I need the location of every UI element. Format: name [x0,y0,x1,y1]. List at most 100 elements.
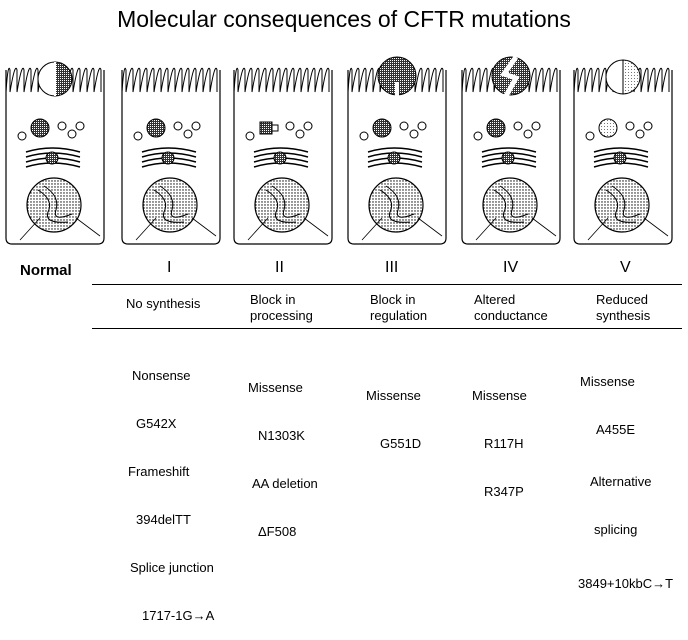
class-examples: Nonsense G542X Frameshift 394delTT Splic… [126,336,214,640]
er-strand [135,217,217,241]
example-item: G542X [136,416,177,431]
small-vesicle [409,129,419,139]
example-item: R117H [484,436,524,451]
example-item: AA deletion [252,476,318,491]
class-examples: Missense N1303K AA deletion ΔF508 [248,348,318,556]
cell-membrane [573,70,673,245]
cell-membrane [121,70,221,245]
blocked-pore [395,82,399,98]
vesicle [146,118,166,138]
vesicle [486,118,506,138]
small-vesicle [585,131,595,141]
example-item: G551D [380,436,422,451]
small-vesicle [57,121,67,131]
class-effect: Block in processing [250,292,313,323]
class-effect: Reduced synthesis [596,292,651,323]
small-vesicle [359,131,369,141]
small-vesicle [531,121,541,131]
small-vesicle [303,121,313,131]
golgi [593,147,649,153]
small-vesicle [295,129,305,139]
dna [159,185,189,218]
class-examples: Missense R117H R347P [472,356,527,516]
class-numeral: I [167,259,172,276]
table-divider [92,328,682,329]
dna [493,189,525,223]
small-vesicle [643,121,653,131]
normal-label: Normal [20,262,72,279]
er-strand [19,217,101,241]
microvilli [233,67,330,93]
small-vesicle [523,129,533,139]
small-vesicle [635,129,645,139]
small-vesicle [245,131,255,141]
example-item: Missense [248,380,303,395]
example-item: A455E [596,422,636,437]
class-effect: No synthesis [126,296,201,311]
dna [379,189,411,223]
er-strand [587,217,669,241]
cell-diagrams [5,55,673,245]
er-strand [361,217,443,241]
dna [37,189,69,223]
example-item: Frameshift [128,464,190,479]
golgi-protein [161,151,175,165]
golgi [481,147,537,153]
cell-iii [347,56,447,245]
cell-membrane [5,70,105,245]
cell-normal [5,61,105,245]
golgi-protein [387,151,401,165]
altered-pore [500,55,520,98]
misfolded-protein [259,121,273,135]
small-vesicle [133,131,143,141]
cell-membrane [347,70,447,245]
vesicle [598,118,618,138]
dna [265,189,297,223]
small-vesicle [473,131,483,141]
class-examples: Missense G551D [366,356,421,468]
small-vesicle [399,121,409,131]
cell-membrane [233,70,333,245]
golgi-protein [273,151,287,165]
page-title: Molecular consequences of CFTR mutations [117,6,571,32]
small-vesicle [67,129,77,139]
channel-icon [622,59,641,95]
class-numeral: V [620,259,631,276]
cell-membrane [461,70,561,245]
example-item: R347P [484,484,524,499]
cell-ii [233,67,333,245]
example-item: Missense [472,388,527,403]
example-item: Alternative [590,474,652,489]
example-item: splicing [594,522,638,537]
vesicle [372,118,392,138]
example-item: Missense [366,388,421,403]
example-item: ΔF508 [258,524,297,539]
small-vesicle [17,131,27,141]
microvilli [121,67,218,93]
cell-v [573,59,673,245]
channel-icon [54,61,73,97]
example-item: Splice junction [130,560,214,575]
channel-icon [605,59,624,95]
dna [499,185,529,218]
misfolded-protein [271,124,279,132]
small-vesicle [75,121,85,131]
small-vesicle [513,121,523,131]
golgi-protein [613,151,627,165]
table-divider [92,284,682,285]
dna [43,185,73,218]
er-strand [475,217,557,241]
small-vesicle [625,121,635,131]
class-numeral: IV [503,259,519,276]
golgi-protein [45,151,59,165]
small-vesicle [417,121,427,131]
cell-i [121,67,221,245]
dna [271,185,301,218]
example-item: N1303K [258,428,305,443]
example-item: 394delTT [136,512,191,527]
small-vesicle [191,121,201,131]
example-item: 3849+10kbC→T [578,576,674,591]
cell-iv [461,55,561,245]
golgi [253,147,309,153]
class-effect: Altered conductance [474,292,548,323]
